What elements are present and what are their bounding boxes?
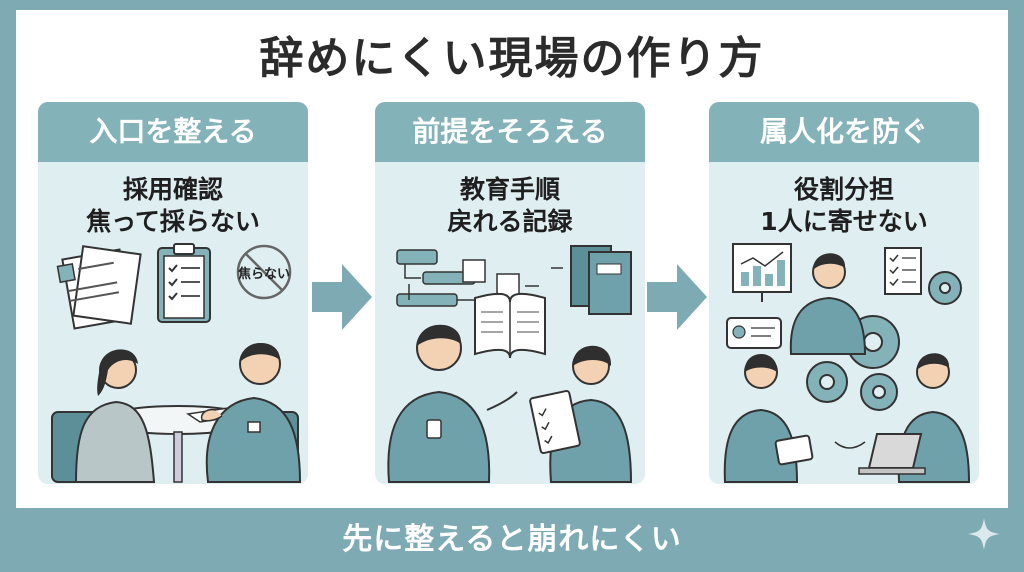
page-title: 辞めにくい現場の作り方 — [259, 33, 765, 84]
trainee-person — [529, 345, 633, 483]
no-rush-icon: 焦らない — [236, 244, 292, 300]
card-line-2: 戻れる記録 — [447, 207, 573, 236]
team-member-right — [858, 353, 971, 483]
arrow-right-icon — [312, 264, 372, 330]
footer-message: 先に整えると崩れにくい — [342, 522, 682, 557]
arrow-right-icon — [647, 264, 707, 330]
chart-board-icon — [732, 243, 792, 302]
card-subtitle: 役割分担 1人に寄せない — [709, 174, 979, 238]
applicant-person — [74, 349, 156, 483]
card-prevent-dependency: 属人化を防ぐ 役割分担 1人に寄せない — [709, 102, 979, 484]
card-line-2: 焦って採らない — [86, 207, 260, 236]
sparkle-icon — [968, 518, 1000, 550]
teamwork-illustration — [723, 243, 971, 483]
card-entrance: 入口を整える 採用確認 焦って採らない 焦らない — [38, 102, 308, 484]
interview-illustration: 焦らない — [51, 243, 302, 483]
flowchart-icon — [396, 249, 563, 307]
card-line-1: 採用確認 — [122, 175, 223, 204]
interviewer-person — [200, 342, 302, 483]
manual-book-icon — [474, 292, 546, 359]
resume-icon — [56, 245, 142, 330]
card-subtitle: 採用確認 焦って採らない — [38, 174, 308, 238]
trainer-person — [387, 324, 518, 483]
checklist-icon — [884, 247, 922, 295]
card-line-2: 1人に寄せない — [760, 207, 928, 236]
training-illustration — [387, 245, 633, 483]
card-header: 前提をそろえる — [375, 102, 645, 162]
card-header: 入口を整える — [38, 102, 308, 162]
sign-text: 焦らない — [237, 266, 290, 282]
card-header: 属人化を防ぐ — [709, 102, 979, 162]
card-line-1: 役割分担 — [793, 175, 894, 204]
clipboard-icon — [157, 243, 211, 323]
team-member-left — [723, 354, 814, 483]
card-premise: 前提をそろえる 教育手順 戻れる記録 — [375, 102, 645, 484]
card-line-1: 教育手順 — [459, 175, 560, 204]
card-subtitle: 教育手順 戻れる記録 — [375, 174, 645, 238]
profile-card-icon — [726, 317, 782, 349]
team-leader-person — [789, 253, 867, 355]
books-icon — [570, 245, 632, 315]
